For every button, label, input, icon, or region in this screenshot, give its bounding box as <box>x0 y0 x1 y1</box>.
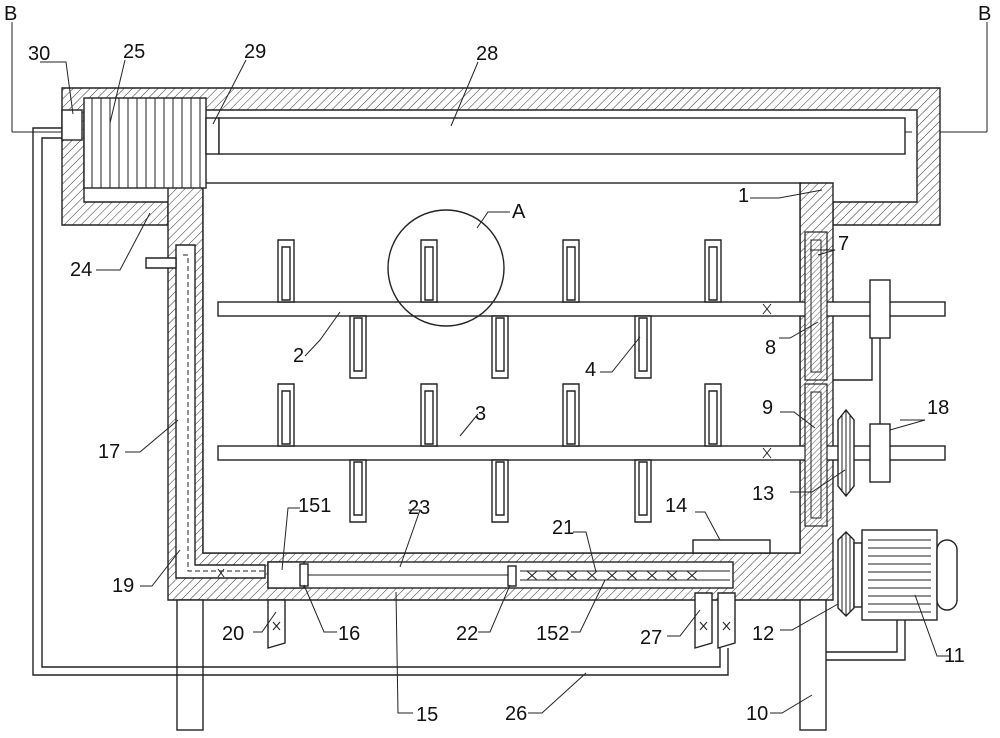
label-8: 8 <box>765 337 776 359</box>
label-27: 27 <box>640 627 662 649</box>
label-13: 13 <box>752 483 774 505</box>
reference-labels: 30 25 29 28 1 24 A 7 2 4 8 3 9 18 17 13 … <box>28 41 965 726</box>
bottom-channel <box>267 539 771 589</box>
label-1: 1 <box>738 185 749 207</box>
gear-train <box>804 231 828 527</box>
pipe-28 <box>218 117 906 155</box>
sensor-14 <box>692 539 771 554</box>
leader-lines <box>40 59 950 714</box>
label-21: 21 <box>552 517 574 539</box>
label-18: 18 <box>927 397 949 419</box>
label-7: 7 <box>838 233 849 255</box>
upper-shaft-2 <box>217 239 946 379</box>
legs <box>176 599 827 731</box>
label-3: 3 <box>475 403 486 425</box>
label-152: 152 <box>536 623 569 645</box>
blades-upper-top <box>277 239 722 303</box>
block-22 <box>507 565 517 587</box>
label-2: 2 <box>293 345 304 367</box>
label-24: 24 <box>70 259 92 281</box>
label-151: 151 <box>298 495 331 517</box>
piston-16 <box>299 563 309 587</box>
label-25: 25 <box>123 41 145 63</box>
label-26: 26 <box>505 703 527 725</box>
circulation-pipe <box>145 244 266 579</box>
label-29: 29 <box>244 41 266 63</box>
tank-housing <box>167 182 834 601</box>
lower-shaft-3 <box>217 383 946 523</box>
label-28: 28 <box>476 43 498 65</box>
blades-lower-bottom <box>349 459 652 523</box>
label-20: 20 <box>222 623 244 645</box>
label-19: 19 <box>112 575 134 597</box>
label-16: 16 <box>338 623 360 645</box>
pulley-13 <box>837 408 855 617</box>
label-17: 17 <box>98 441 120 463</box>
valve-151 <box>267 561 305 589</box>
motor-11 <box>826 529 958 661</box>
label-9: 9 <box>762 397 773 419</box>
section-mark-right: B <box>978 3 991 25</box>
return-pipe-26 <box>32 127 729 676</box>
label-12: 12 <box>752 623 774 645</box>
label-10: 10 <box>746 703 768 725</box>
label-11: 11 <box>944 645 965 667</box>
blades-lower-top <box>277 383 722 447</box>
condenser-25 <box>61 97 906 189</box>
drain-outlets <box>267 592 736 649</box>
fitting-30 <box>61 109 83 141</box>
label-15: 15 <box>416 704 438 726</box>
section-mark-left: B <box>4 3 17 25</box>
label-22: 22 <box>456 623 478 645</box>
label-30: 30 <box>28 43 50 65</box>
coupling-18 <box>833 279 891 483</box>
label-14: 14 <box>665 495 687 517</box>
detail-circle-a <box>387 209 505 327</box>
blades-upper-bottom <box>349 315 652 379</box>
label-4: 4 <box>585 359 596 381</box>
label-23: 23 <box>408 497 430 519</box>
fan-29 <box>205 117 220 155</box>
screw-21 <box>526 570 698 581</box>
label-a: A <box>512 201 526 223</box>
